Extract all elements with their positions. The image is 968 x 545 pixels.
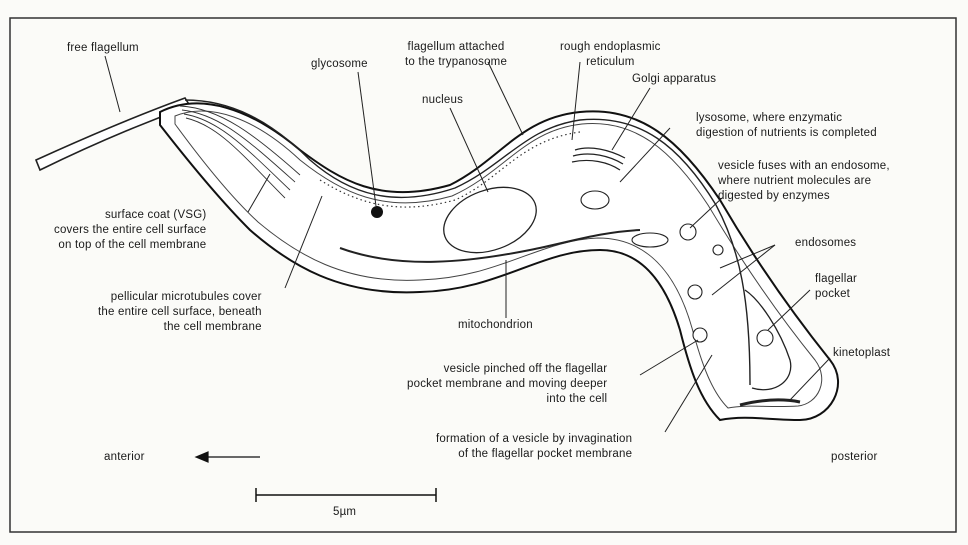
scale-bar xyxy=(256,488,436,502)
label-lysosome: lysosome, where enzymatic digestion of n… xyxy=(696,111,877,141)
label-golgi: Golgi apparatus xyxy=(632,72,716,87)
label-flagellar-pocket: flagellar pocket xyxy=(815,272,857,302)
label-free-flagellum: free flagellum xyxy=(67,41,139,56)
label-vesicle-pinched: vesicle pinched off the flagellar pocket… xyxy=(407,362,607,407)
label-flagellum-attached: flagellum attached to the trypanosome xyxy=(405,40,507,70)
label-formation: formation of a vesicle by invagination o… xyxy=(436,432,632,462)
label-nucleus: nucleus xyxy=(422,93,463,108)
label-posterior: posterior xyxy=(831,450,878,465)
label-anterior: anterior xyxy=(104,450,145,465)
anterior-arrow xyxy=(196,452,260,462)
label-pellicular: pellicular microtubules cover the entire… xyxy=(98,290,262,335)
label-scale: 5µm xyxy=(333,505,356,520)
label-vesicle-fuses: vesicle fuses with an endosome, where nu… xyxy=(718,159,890,204)
label-mitochondrion: mitochondrion xyxy=(458,318,533,333)
label-glycosome: glycosome xyxy=(311,57,368,72)
glycosome xyxy=(371,206,383,218)
label-kinetoplast: kinetoplast xyxy=(833,346,890,361)
label-rough-er: rough endoplasmic reticulum xyxy=(560,40,661,70)
label-surface-coat: surface coat (VSG) covers the entire cel… xyxy=(54,208,206,253)
label-endosomes: endosomes xyxy=(795,236,856,251)
